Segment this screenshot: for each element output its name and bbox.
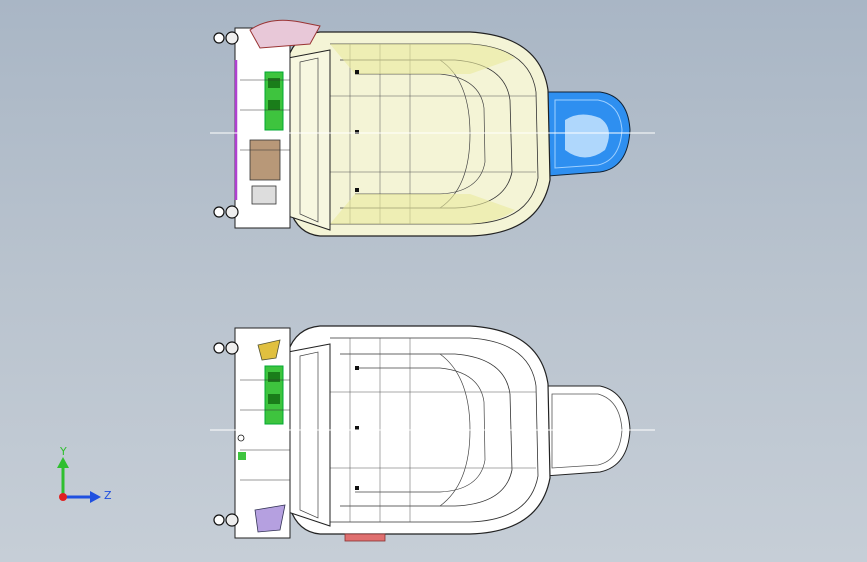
- axis-triad: Y Z: [57, 445, 112, 503]
- y-axis-label: Y: [59, 445, 67, 458]
- headrest-bottom[interactable]: [544, 385, 631, 477]
- z-axis-head: [90, 491, 101, 503]
- seat-mechanism-top[interactable]: [213, 19, 321, 229]
- headrest-top[interactable]: [547, 91, 631, 177]
- seat-frame-bottom[interactable]: [287, 343, 331, 527]
- seat-mechanism-bottom[interactable]: [213, 327, 291, 539]
- seat-top-view[interactable]: [210, 19, 655, 237]
- seat-bottom-view[interactable]: [210, 325, 655, 542]
- seat-cushion-top[interactable]: [287, 31, 551, 237]
- seat-frame-top[interactable]: [287, 49, 331, 231]
- y-axis-head: [57, 457, 69, 468]
- z-axis-label: Z: [104, 489, 112, 502]
- x-axis-dot: [59, 493, 67, 501]
- connector-bottom: [344, 533, 386, 542]
